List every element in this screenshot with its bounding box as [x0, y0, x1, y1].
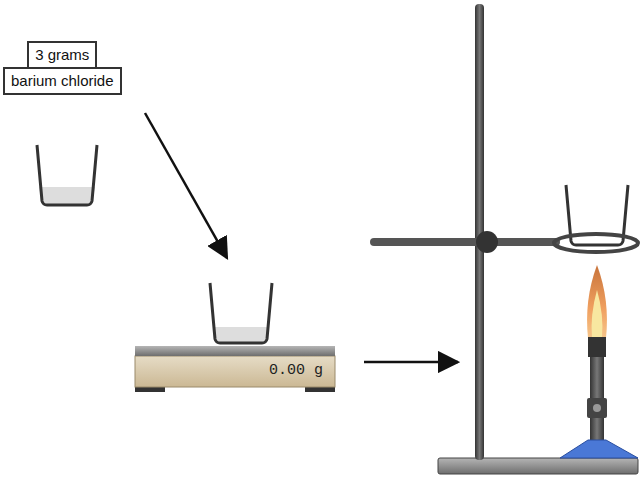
support-ring	[554, 234, 638, 252]
reagent-label: barium chloride	[3, 67, 122, 95]
bunsen-burner	[560, 265, 638, 458]
quantity-label: 3 grams	[27, 41, 97, 69]
scale-display: 0.00 g	[135, 356, 335, 387]
arrow	[364, 361, 458, 364]
beaker	[210, 283, 272, 343]
arrow	[145, 113, 227, 258]
label-text: 3 grams	[35, 46, 89, 64]
ring-stand	[370, 4, 638, 474]
label-text: 0.00 g	[135, 362, 323, 379]
beaker	[37, 145, 97, 205]
label-text: barium chloride	[11, 72, 114, 90]
balance	[135, 346, 335, 392]
